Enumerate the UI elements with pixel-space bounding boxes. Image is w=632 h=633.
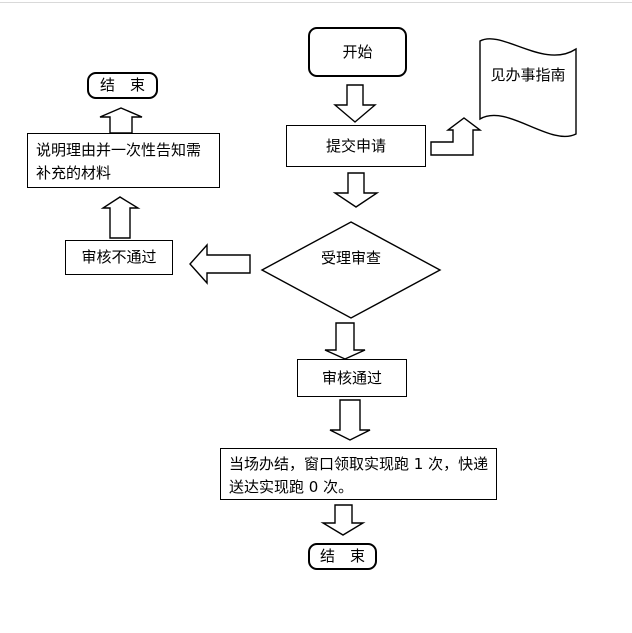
arrow-explain-to-end bbox=[99, 107, 143, 134]
review-decision-diamond bbox=[260, 221, 442, 319]
review-decision-label: 受理审查 bbox=[320, 249, 381, 267]
end-node-bottom: 结 束 bbox=[308, 543, 377, 570]
arrow-submit-to-review bbox=[332, 172, 380, 208]
arrow-fail-to-explain bbox=[100, 196, 141, 239]
explain-reason-node: 说明理由并一次性告知需补充的材料 bbox=[27, 133, 220, 188]
arrow-start-to-submit bbox=[333, 84, 377, 123]
end-node-top: 结 束 bbox=[87, 72, 158, 99]
review-pass-node: 审核通过 bbox=[297, 359, 407, 397]
arrow-review-to-pass bbox=[324, 322, 366, 360]
start-node: 开始 bbox=[308, 27, 407, 77]
guide-flag-label: 见办事指南 bbox=[490, 66, 566, 84]
result-node: 当场办结，窗口领取实现跑 1 次，快递送达实现跑 0 次。 bbox=[220, 448, 497, 500]
submit-application-node: 提交申请 bbox=[286, 125, 426, 167]
review-fail-node: 审核不通过 bbox=[65, 240, 173, 275]
arrow-result-to-end bbox=[320, 504, 366, 536]
page-top-divider bbox=[0, 2, 632, 3]
arrow-review-to-fail bbox=[189, 243, 251, 285]
arrow-submit-to-guide bbox=[430, 117, 483, 156]
arrow-pass-to-result bbox=[329, 399, 371, 441]
guide-flag-shape bbox=[479, 38, 577, 137]
